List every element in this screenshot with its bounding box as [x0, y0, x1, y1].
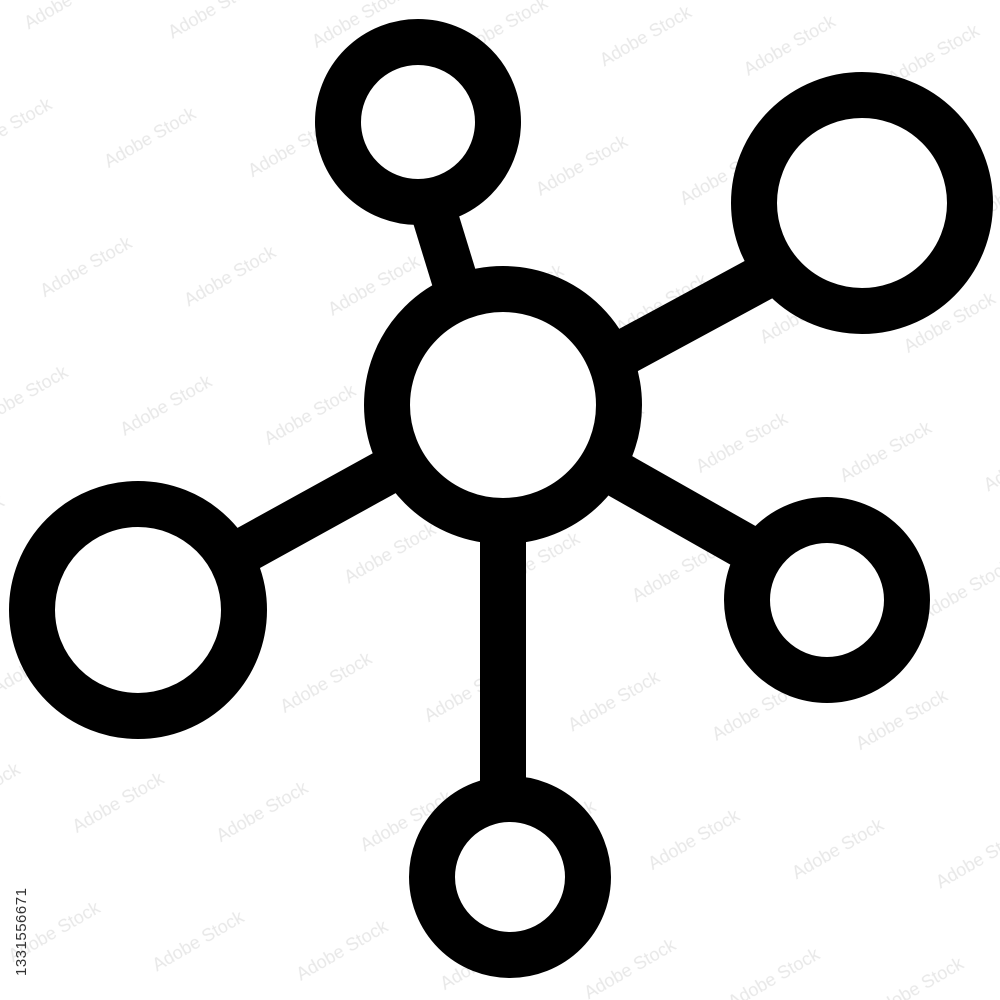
- node-left: [9, 481, 267, 739]
- spoke-top-right: [599, 247, 791, 381]
- stock-id-label: 1331556671: [13, 887, 30, 976]
- spoke-right: [598, 449, 772, 576]
- node-top: [315, 19, 521, 225]
- hub-node: [364, 266, 642, 544]
- node-top-right: [731, 72, 993, 334]
- node-right: [724, 497, 930, 703]
- node-bottom: [409, 776, 611, 978]
- spoke-left: [233, 449, 402, 571]
